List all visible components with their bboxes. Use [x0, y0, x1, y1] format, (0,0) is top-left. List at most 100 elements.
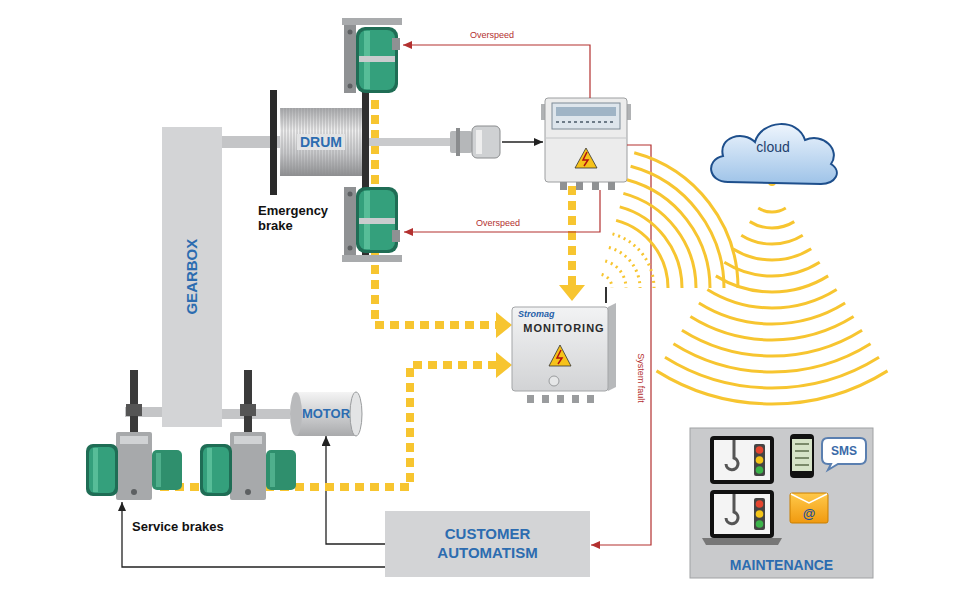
maintenance-panel-outline — [756, 466, 764, 474]
wireless-wave — [627, 180, 710, 288]
monitoring-label: MONITORING — [523, 322, 604, 335]
maintenance-panel-outline — [795, 464, 809, 466]
speed-controller — [541, 98, 631, 190]
signal-label: System fault — [636, 353, 646, 403]
wireless-wave — [682, 330, 862, 356]
wireless-waves — [602, 153, 888, 404]
wireless-wave — [631, 166, 724, 288]
speed-controller — [545, 138, 627, 139]
cloud-shape: cloud — [703, 112, 843, 192]
wireless-wave — [716, 276, 828, 292]
cloud-label: cloud — [756, 139, 789, 155]
encoder — [450, 126, 500, 158]
maintenance-panel: MAINTENANCE SMS @ — [690, 428, 873, 578]
sms-bubble-outline — [822, 438, 866, 470]
wireless-wave — [699, 303, 845, 324]
gearbox-box-outline — [162, 127, 222, 427]
encoder — [472, 126, 500, 158]
encoder — [456, 128, 460, 156]
drum-body-outline — [357, 108, 358, 176]
email-envelope: @ — [790, 493, 828, 523]
signal-arrowhead — [559, 285, 585, 301]
signal-label: Overspeed — [470, 30, 514, 40]
control-wire — [122, 502, 385, 567]
cable-gland — [572, 395, 579, 403]
sms-label: SMS — [831, 445, 857, 459]
drum-body-outline — [288, 108, 289, 176]
wireless-wave — [605, 261, 626, 288]
wireless-wave — [602, 274, 612, 288]
signal-arrowhead — [496, 312, 512, 338]
encoder — [476, 130, 482, 154]
wireless-wave — [741, 235, 802, 244]
cable-gland — [592, 182, 599, 190]
drum-body-outline — [360, 108, 361, 176]
cable-gland — [576, 182, 583, 190]
cable-gland — [587, 395, 594, 403]
drum-body-outline — [280, 108, 362, 176]
maintenance-panel-outline — [756, 456, 764, 464]
brand-logo: Stromag — [518, 309, 555, 319]
automation-box-outline — [385, 511, 590, 577]
controller-display — [556, 121, 616, 123]
wireless-wave — [750, 222, 795, 228]
drum-body-outline — [291, 108, 292, 176]
cable-gland — [542, 395, 549, 403]
maintenance-panel-outline — [726, 494, 738, 524]
signal-wire — [403, 45, 590, 98]
wireless-wave — [665, 357, 879, 388]
wireless-wave — [724, 262, 819, 276]
maintenance-panel-outline — [756, 500, 764, 508]
signal-wire — [403, 45, 651, 545]
wireless-wave — [690, 317, 853, 340]
monitoring-unit-outline — [549, 345, 571, 366]
maintenance-panel-outline — [756, 510, 764, 518]
wireless-wave — [620, 207, 682, 288]
maintenance-panel-outline — [792, 439, 812, 471]
maintenance-panel-outline — [710, 436, 774, 484]
drum-label: DRUM — [297, 134, 345, 150]
drum-body-outline — [285, 108, 286, 176]
cloud-shape-outline — [711, 124, 837, 184]
signal-label: Overspeed — [476, 218, 520, 228]
maintenance-label: MAINTENANCE — [730, 557, 833, 573]
wireless-wave — [758, 208, 786, 212]
warning-sign — [583, 152, 588, 166]
signal-bus — [568, 186, 576, 285]
cable-gland — [560, 182, 567, 190]
drum-body-outline — [348, 108, 349, 176]
maintenance-panel-outline — [714, 494, 770, 534]
maintenance-panel-outline — [714, 440, 770, 480]
wireless-wave — [609, 247, 640, 288]
motor-cylinder: MOTOR — [290, 392, 362, 436]
shaft — [368, 138, 450, 146]
gearbox-box: GEARBOX — [162, 127, 222, 427]
maintenance-panel-outline — [754, 498, 765, 530]
signal-arrowhead — [496, 352, 512, 378]
motor-cylinder-outline — [350, 392, 362, 436]
speed-controller — [545, 98, 627, 182]
monitoring-unit-outline — [549, 376, 559, 386]
maintenance-panel-outline — [756, 520, 764, 528]
encoder — [450, 131, 472, 153]
wireless-wave — [707, 289, 836, 308]
maintenance-panel-outline — [790, 434, 814, 478]
drum-flange — [270, 90, 277, 195]
drum-body-outline — [294, 108, 295, 176]
maintenance-panel-outline — [710, 490, 774, 538]
maintenance-panel-outline — [702, 538, 782, 545]
gearbox-label: GEARBOX — [183, 239, 200, 315]
signal-arrow — [502, 141, 543, 142]
maintenance-panel-outline — [726, 440, 738, 470]
drum-body-outline — [354, 108, 355, 176]
maintenance-panel-outline — [754, 444, 765, 476]
wireless-wave — [733, 249, 811, 260]
cable-gland — [527, 395, 534, 403]
wireless-wave — [656, 371, 887, 404]
drum-body-outline — [282, 108, 283, 176]
controller-display — [556, 107, 616, 116]
cable-gland — [608, 182, 615, 190]
monitoring-unit-outline — [557, 350, 562, 364]
